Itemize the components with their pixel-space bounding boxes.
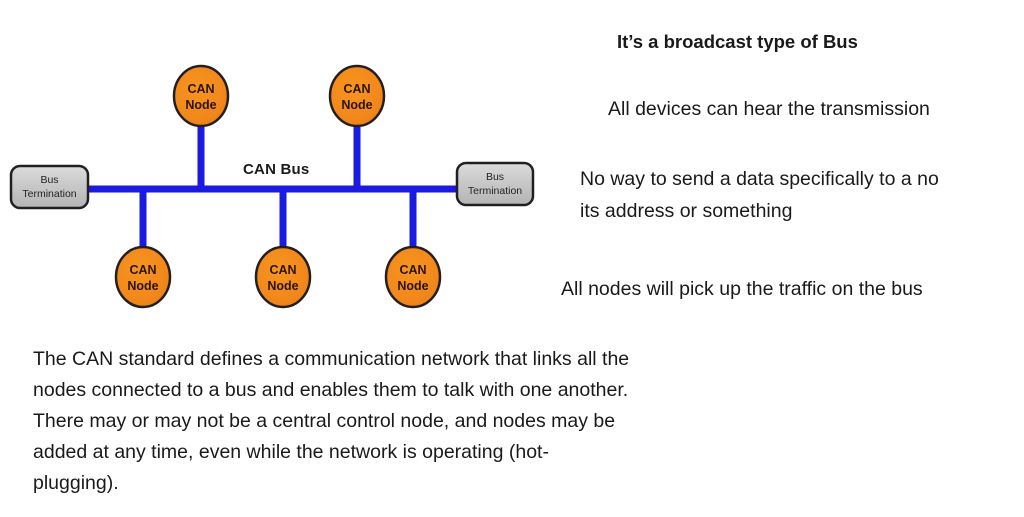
can-node-bottom-2-line1: CAN: [269, 263, 296, 277]
paragraph-line-2: nodes connected to a bus and enables the…: [33, 379, 629, 401]
paragraph-line-5: plugging).: [33, 472, 119, 494]
can-bus-diagram: Bus Termination Bus Termination CAN Node…: [0, 0, 560, 330]
can-bus-label: CAN Bus: [243, 161, 310, 178]
can-node-bottom-3-line1: CAN: [399, 263, 426, 277]
can-node-top-2-shape: [328, 64, 386, 128]
bus-termination-right-line2: Termination: [468, 185, 522, 197]
bus-termination-right-box: [455, 161, 535, 207]
bus-termination-left-line1: Bus: [40, 174, 58, 186]
can-node-bottom-1[interactable]: CAN Node: [114, 245, 172, 309]
bullet-all-devices-hear: All devices can hear the transmission: [608, 98, 930, 120]
can-node-bottom-3[interactable]: CAN Node: [384, 245, 442, 309]
can-node-top-2-line2: Node: [341, 98, 372, 112]
can-node-bottom-2-shape: [254, 245, 312, 309]
bullet-no-way-to-send-line2: its address or something: [580, 200, 793, 222]
can-bus-diagram-svg: Bus Termination Bus Termination CAN Node…: [9, 64, 535, 309]
bus-termination-right[interactable]: Bus Termination: [455, 161, 535, 207]
broadcast-heading: It’s a broadcast type of Bus: [617, 31, 858, 52]
can-standard-paragraph: The CAN standard defines a communication…: [33, 344, 833, 499]
can-node-top-1[interactable]: CAN Node: [172, 64, 230, 128]
can-node-top-1-line2: Node: [185, 98, 216, 112]
can-node-bottom-1-line1: CAN: [129, 263, 156, 277]
can-node-bottom-2-line2: Node: [267, 279, 298, 293]
can-node-top-2-line1: CAN: [343, 82, 370, 96]
bullet-no-way-to-send-line1: No way to send a data specifically to a …: [580, 168, 939, 190]
can-node-top-2[interactable]: CAN Node: [328, 64, 386, 128]
can-node-bottom-1-line2: Node: [127, 279, 158, 293]
paragraph-line-4: added at any time, even while the networ…: [33, 441, 549, 463]
paragraph-line-3: There may or may not be a central contro…: [33, 410, 616, 432]
paragraph-line-1: The CAN standard defines a communication…: [33, 348, 630, 370]
bus-termination-right-line1: Bus: [486, 171, 504, 183]
bullet-all-nodes-pick-up: All nodes will pick up the traffic on th…: [561, 278, 923, 300]
bus-termination-left-box: [9, 164, 90, 210]
can-node-bottom-1-shape: [114, 245, 172, 309]
can-node-bottom-3-shape: [384, 245, 442, 309]
can-node-bottom-3-line2: Node: [397, 279, 428, 293]
bus-termination-left[interactable]: Bus Termination: [9, 164, 90, 210]
can-node-bottom-2[interactable]: CAN Node: [254, 245, 312, 309]
can-node-top-1-line1: CAN: [187, 82, 214, 96]
bus-termination-left-line2: Termination: [22, 188, 76, 200]
bullet-column: It’s a broadcast type of Bus All devices…: [560, 0, 1024, 330]
can-node-top-1-shape: [172, 64, 230, 128]
